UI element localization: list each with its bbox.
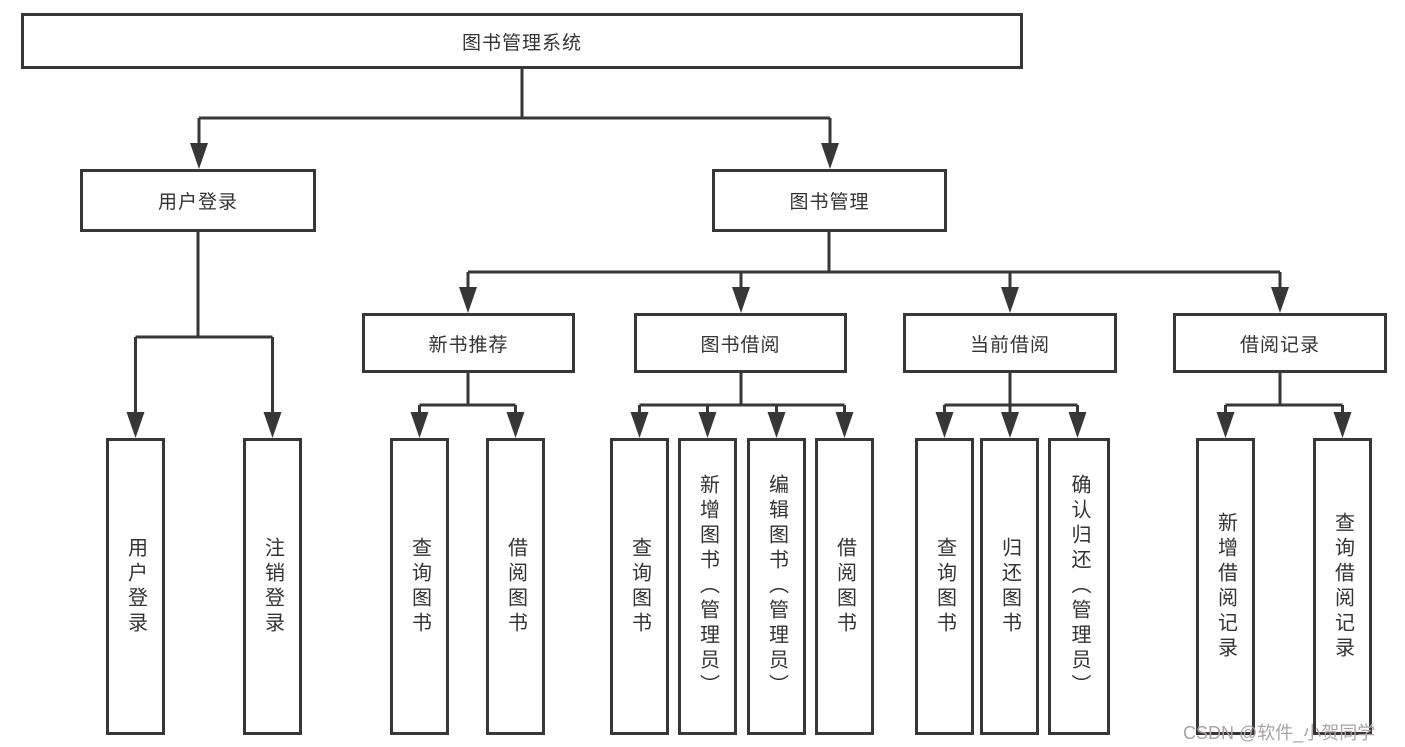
- leaf-add-borrow-record: 新增借阅记录: [1196, 438, 1255, 735]
- leaf-query-books-current: 查询图书: [915, 438, 974, 735]
- node-book-borrowing: 图书借阅: [634, 313, 847, 373]
- node-book-management: 图书管理: [712, 169, 947, 232]
- leaf-return-books: 归还图书: [980, 438, 1039, 735]
- leaf-query-borrow-record: 查询借阅记录: [1313, 438, 1372, 735]
- node-user-login: 用户登录: [80, 169, 316, 232]
- node-current-borrowing: 当前借阅: [903, 313, 1117, 373]
- leaf-confirm-return-admin: 确认归还（管理员）: [1048, 438, 1110, 735]
- leaf-add-books-admin: 新增图书（管理员）: [678, 438, 737, 735]
- leaf-query-books-borrowing: 查询图书: [610, 438, 669, 735]
- leaf-query-books-recommend: 查询图书: [390, 438, 449, 735]
- leaf-edit-books-admin: 编辑图书（管理员）: [747, 438, 806, 735]
- node-borrowing-records: 借阅记录: [1173, 313, 1387, 373]
- csdn-watermark: CSDN @软件_小贺同学: [1183, 723, 1376, 743]
- node-book-management-system: 图书管理系统: [21, 13, 1023, 69]
- leaf-user-login: 用户登录: [106, 438, 165, 735]
- leaf-borrow-books: 借阅图书: [815, 438, 874, 735]
- leaf-logout: 注销登录: [243, 438, 302, 735]
- leaf-borrow-books-recommend: 借阅图书: [486, 438, 545, 735]
- node-new-book-recommendation: 新书推荐: [362, 313, 575, 373]
